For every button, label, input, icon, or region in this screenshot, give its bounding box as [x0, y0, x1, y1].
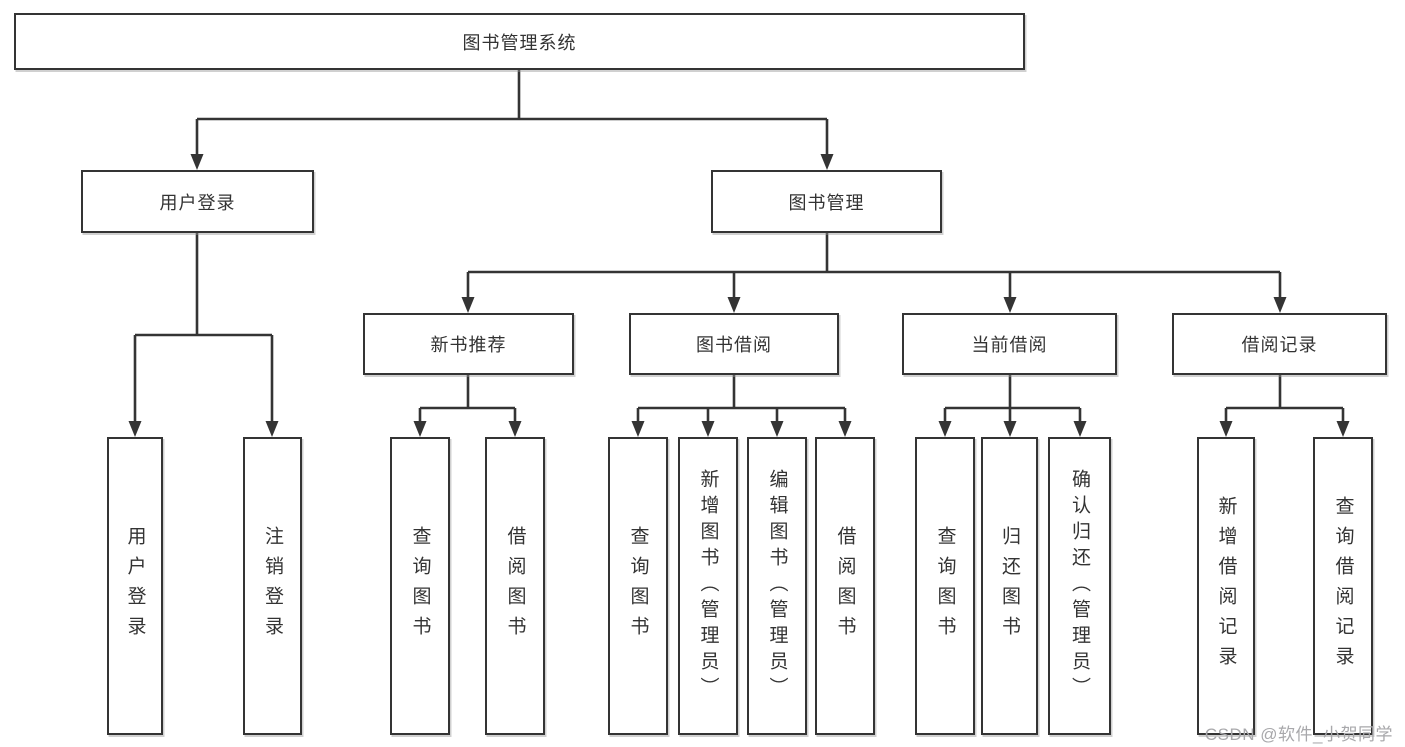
connector-borrow-record: [1219, 375, 1350, 437]
leaf-newbook-query-book-label: 查询图书: [409, 526, 431, 646]
leaf-add-book-admin: 新增图书（管理员）: [678, 437, 738, 735]
leaf-newbook-query-book: 查询图书: [390, 437, 450, 735]
connector-book-borrow: [631, 375, 852, 437]
node-book-management: 图书管理: [711, 170, 942, 233]
leaf-return-book: 归还图书: [981, 437, 1038, 735]
leaf-borrow-query-book: 查询图书: [608, 437, 668, 735]
leaf-logout-label: 注销登录: [262, 526, 283, 646]
node-user-login: 用户登录: [81, 170, 314, 233]
node-root-system: 图书管理系统: [14, 13, 1025, 70]
leaf-logout: 注销登录: [243, 437, 302, 735]
node-root-system-label: 图书管理系统: [462, 32, 577, 53]
leaf-edit-book-admin: 编辑图书（管理员）: [747, 437, 807, 735]
leaf-add-book-admin-label: 新增图书（管理员）: [697, 469, 719, 703]
node-new-book-recommend: 新书推荐: [363, 313, 574, 375]
connector-root: [190, 70, 834, 170]
leaf-current-query-book: 查询图书: [915, 437, 975, 735]
node-current-borrow: 当前借阅: [902, 313, 1117, 375]
csdn-watermark: CSDN @软件_小贺同学: [1204, 725, 1393, 744]
leaf-newbook-borrow-book: 借阅图书: [485, 437, 545, 735]
leaf-newbook-borrow-book-label: 借阅图书: [504, 526, 526, 646]
connector-book-management: [461, 233, 1287, 313]
leaf-confirm-return-admin: 确认归还（管理员）: [1048, 437, 1111, 735]
leaf-borrow-borrow-book-label: 借阅图书: [834, 526, 856, 646]
leaf-user-login: 用户登录: [107, 437, 163, 735]
leaf-query-borrow-record: 查询借阅记录: [1313, 437, 1373, 735]
node-book-borrow-label: 图书借阅: [696, 335, 772, 355]
leaf-query-borrow-record-label: 查询借阅记录: [1332, 496, 1354, 676]
connector-current-borrow: [938, 375, 1087, 437]
leaf-add-borrow-record-label: 新增借阅记录: [1215, 496, 1237, 676]
connector-user-login: [128, 233, 279, 437]
leaf-return-book-label: 归还图书: [999, 526, 1020, 646]
node-borrow-record: 借阅记录: [1172, 313, 1387, 375]
leaf-borrow-borrow-book: 借阅图书: [815, 437, 875, 735]
node-book-management-label: 图书管理: [788, 192, 865, 213]
leaf-borrow-query-book-label: 查询图书: [627, 526, 649, 646]
leaf-current-query-book-label: 查询图书: [934, 526, 956, 646]
node-book-borrow: 图书借阅: [629, 313, 839, 375]
leaf-confirm-return-admin-label: 确认归还（管理员）: [1069, 469, 1090, 703]
leaf-add-borrow-record: 新增借阅记录: [1197, 437, 1255, 735]
node-user-login-label: 用户登录: [159, 192, 236, 213]
node-borrow-record-label: 借阅记录: [1241, 335, 1318, 355]
node-current-borrow-label: 当前借阅: [971, 335, 1048, 355]
connector-new-book: [413, 375, 522, 437]
leaf-user-login-label: 用户登录: [124, 526, 146, 646]
node-new-book-recommend-label: 新书推荐: [430, 335, 507, 355]
leaf-edit-book-admin-label: 编辑图书（管理员）: [766, 469, 788, 703]
